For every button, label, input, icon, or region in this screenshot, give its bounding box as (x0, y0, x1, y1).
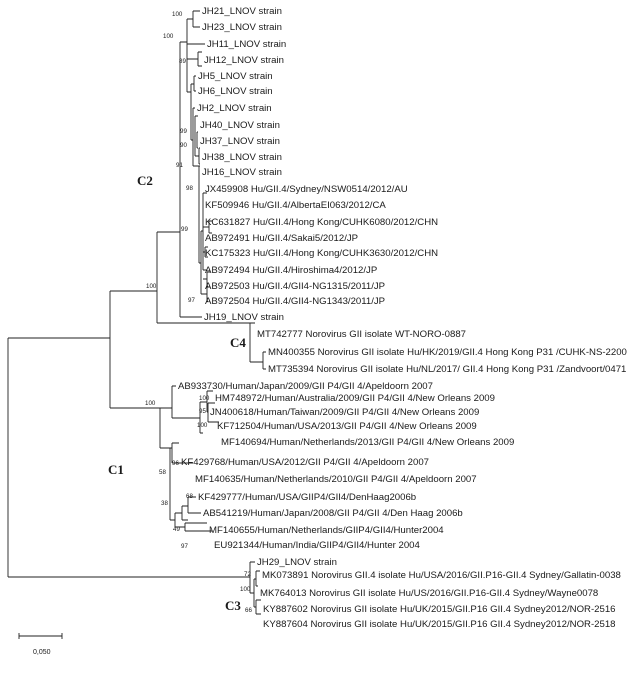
bootstrap-value: 100 (145, 400, 156, 407)
bootstrap-value: 97 (181, 543, 188, 550)
leaf-label: KF429777/Human/USA/GIIP4/GII4/DenHaag200… (198, 492, 416, 503)
leaf-label: JH6_LNOV strain (198, 86, 273, 97)
clade-label-c4: C4 (230, 335, 246, 350)
leaf-label: MN400355 Norovirus GII isolate Hu/HK/201… (268, 347, 627, 358)
bootstrap-value: 100 (146, 283, 157, 290)
bootstrap-value: 96 (172, 460, 179, 467)
leaf-label: MK073891 Norovirus GII.4 isolate Hu/USA/… (262, 570, 621, 581)
bootstrap-value: 100 (199, 395, 210, 402)
leaf-label: JH37_LNOV strain (200, 136, 280, 147)
leaf-label: JH19_LNOV strain (204, 312, 284, 323)
bootstrap-value: 100 (197, 422, 208, 429)
leaf-label: KF509946 Hu/GII.4/AlbertaEI063/2012/CA (205, 200, 386, 211)
scale-bar-label: 0,050 (33, 649, 51, 656)
bootstrap-value: 90 (180, 142, 187, 149)
bootstrap-value: 99 (181, 226, 188, 233)
leaf-label: JH5_LNOV strain (198, 71, 273, 82)
bootstrap-value: 68 (186, 493, 193, 500)
leaf-label: AB972504 Hu/GII.4/GII4-NG1343/2011/JP (205, 296, 385, 307)
leaf-label: JH29_LNOV strain (257, 557, 337, 568)
leaf-label: JH12_LNOV strain (204, 55, 284, 66)
leaf-label: JX459908 Hu/GII.4/Sydney/NSW0514/2012/AU (205, 184, 408, 195)
clade-label-c3: C3 (225, 598, 241, 613)
tree-leaf-labels: JH21_LNOV strain JH23_LNOV strain JH11_L… (178, 6, 627, 630)
leaf-label: JH11_LNOV strain (207, 39, 286, 50)
bootstrap-value: 100 (240, 586, 251, 593)
leaf-label: JN400618/Human/Taiwan/2009/GII P4/GII 4/… (210, 407, 479, 418)
clade-label-c1: C1 (108, 462, 124, 477)
leaf-label: KF429768/Human/USA/2012/GII P4/GII 4/Ape… (181, 457, 429, 468)
bootstrap-value: 58 (159, 469, 166, 476)
leaf-label: AB541219/Human/Japan/2008/GII P4/GII 4/D… (203, 508, 463, 519)
bootstrap-value: 38 (161, 500, 168, 507)
leaf-label: MF140694/Human/Netherlands/2013/GII P4/G… (221, 437, 514, 448)
leaf-label: KC631827 Hu/GII.4/Hong Kong/CUHK6080/201… (205, 217, 438, 228)
bootstrap-values: 100 100 89 99 90 91 98 99 97 100 100 99 … (145, 11, 252, 614)
leaf-label: JH23_LNOV strain (202, 22, 282, 33)
leaf-label: AB972494 Hu/GII.4/Hiroshima4/2012/JP (205, 265, 377, 276)
tree-branches (7, 10, 266, 615)
clade-labels: C2 C4 C1 C3 (108, 173, 246, 613)
leaf-label: JH16_LNOV strain (202, 167, 282, 178)
leaf-label: MF140635/Human/Netherlands/2010/GII P4/G… (195, 474, 477, 485)
bootstrap-value: 99 (180, 128, 187, 135)
clade-label-c2: C2 (137, 173, 153, 188)
leaf-label: MF140655/Human/Netherlands/GIIP4/GII4/Hu… (209, 525, 444, 536)
leaf-label: KC175323 Hu/GII.4/Hong Kong/CUHK3630/201… (205, 248, 438, 259)
bootstrap-value: 72 (244, 571, 251, 578)
bootstrap-value: 91 (176, 162, 183, 169)
bootstrap-value: 49 (173, 526, 180, 533)
leaf-label: MK764013 Norovirus GII isolate Hu/US/201… (260, 588, 598, 599)
leaf-label: MT742777 Norovirus GII isolate WT-NORO-0… (257, 329, 466, 340)
leaf-label: JH21_LNOV strain (202, 6, 282, 17)
leaf-label: JH2_LNOV strain (197, 103, 272, 114)
leaf-label: KY887604 Norovirus GII isolate Hu/UK/201… (263, 619, 616, 630)
leaf-label: AB972503 Hu/GII.4/GII4-NG1315/2011/JP (205, 281, 385, 292)
bootstrap-value: 100 (163, 33, 174, 40)
leaf-label: KF712504/Human/USA/2013/GII P4/GII 4/New… (217, 421, 477, 432)
leaf-label: AB933730/Human/Japan/2009/GII P4/GII 4/A… (178, 381, 433, 392)
bootstrap-value: 95 (199, 408, 206, 415)
leaf-label: JH38_LNOV strain (202, 152, 282, 163)
bootstrap-value: 97 (188, 297, 195, 304)
leaf-label: AB972491 Hu/GII.4/Sakai5/2012/JP (205, 233, 358, 244)
scale-bar: 0,050 (18, 633, 63, 656)
bootstrap-value: 66 (245, 607, 252, 614)
leaf-label: KY887602 Norovirus GII isolate Hu/UK/201… (263, 604, 616, 615)
leaf-label: EU921344/Human/India/GIIP4/GII4/Hunter 2… (214, 540, 421, 551)
leaf-label: HM748972/Human/Australia/2009/GII P4/GII… (215, 393, 495, 404)
bootstrap-value: 98 (186, 185, 193, 192)
leaf-label: MT735394 Norovirus GII isolate Hu/NL/201… (268, 364, 626, 375)
bootstrap-value: 100 (172, 11, 183, 18)
bootstrap-value: 89 (179, 58, 186, 65)
leaf-label: JH40_LNOV strain (200, 120, 280, 131)
